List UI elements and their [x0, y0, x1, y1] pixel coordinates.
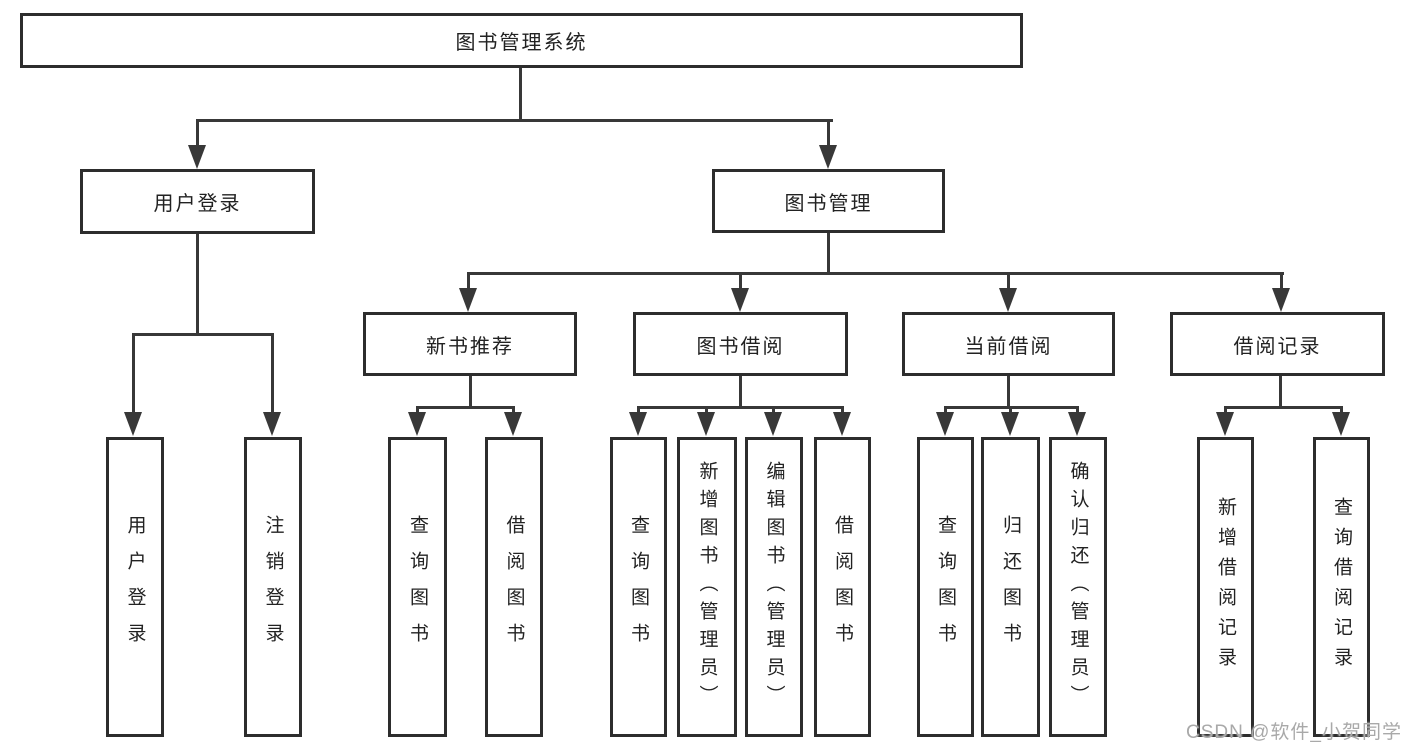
connector-line: [469, 376, 472, 408]
arrowhead-down: [1332, 412, 1350, 436]
leaf-label: 借阅图书: [832, 515, 853, 659]
leaf-label: 注销登录: [262, 515, 284, 659]
node-current-borrow: 当前借阅: [902, 312, 1115, 376]
arrowhead-down: [188, 145, 206, 169]
leaf-query-books-recommend: 查询图书: [388, 437, 447, 737]
node-root: 图书管理系统: [20, 13, 1023, 68]
connector-line: [827, 233, 830, 274]
leaf-label: 借阅图书: [503, 515, 525, 659]
connector-line: [944, 408, 947, 414]
node-label: 新书推荐: [426, 335, 514, 358]
arrowhead-down: [936, 412, 954, 436]
arrowhead-down: [819, 145, 837, 169]
connector-line: [637, 408, 640, 414]
leaf-confirm-return-admin: 确认归还（管理员）: [1049, 437, 1107, 737]
connector-line: [196, 121, 199, 147]
arrowhead-down: [459, 288, 477, 312]
leaf-add-borrow-record: 新增借阅记录: [1197, 437, 1254, 737]
leaf-query-books-current: 查询图书: [917, 437, 974, 737]
leaf-label: 查询图书: [407, 515, 428, 659]
connector-line: [132, 333, 274, 336]
node-label: 图书管理系统: [455, 32, 588, 54]
connector-line: [772, 408, 775, 414]
leaf-label: 用户登录: [124, 515, 146, 659]
node-label: 图书管理: [784, 192, 873, 215]
connector-line: [196, 119, 833, 122]
connector-line: [1007, 274, 1010, 290]
connector-line: [132, 335, 135, 414]
arrowhead-down: [833, 412, 851, 436]
node-label: 用户登录: [153, 193, 242, 215]
leaf-add-book-admin: 新增图书（管理员）: [677, 437, 737, 737]
node-label: 当前借阅: [964, 335, 1053, 358]
leaf-borrow-books-recommend: 借阅图书: [485, 437, 543, 737]
arrowhead-down: [1068, 412, 1086, 436]
leaf-borrow-books: 借阅图书: [814, 437, 871, 737]
connector-line: [705, 408, 708, 414]
node-label: 图书借阅: [696, 335, 785, 358]
connector-line: [1279, 376, 1282, 408]
arrowhead-down: [1272, 288, 1290, 312]
arrowhead-down: [1216, 412, 1234, 436]
leaf-user-login: 用户登录: [106, 437, 164, 737]
arrowhead-down: [764, 412, 782, 436]
leaf-return-books: 归还图书: [981, 437, 1040, 737]
connector-line: [1340, 408, 1343, 414]
node-new-book-recommend: 新书推荐: [363, 312, 577, 376]
arrowhead-down: [408, 412, 426, 436]
node-book-borrow: 图书借阅: [633, 312, 848, 376]
connector-line: [1280, 274, 1283, 290]
leaf-edit-book-admin: 编辑图书（管理员）: [745, 437, 803, 737]
leaf-query-books-borrow: 查询图书: [610, 437, 667, 737]
leaf-label: 新增图书（管理员）: [696, 461, 718, 713]
node-book-management: 图书管理: [712, 169, 945, 233]
connector-line: [739, 376, 742, 408]
leaf-label: 新增借阅记录: [1215, 497, 1236, 677]
connector-line: [271, 335, 274, 414]
leaf-logout-login: 注销登录: [244, 437, 302, 737]
connector-line: [519, 68, 522, 121]
leaf-query-borrow-record: 查询借阅记录: [1313, 437, 1370, 737]
connector-line: [827, 121, 830, 147]
connector-line: [841, 408, 844, 414]
node-user-login: 用户登录: [80, 169, 315, 234]
arrowhead-down: [697, 412, 715, 436]
connector-line: [416, 408, 419, 414]
leaf-label: 归还图书: [1000, 515, 1021, 659]
connector-line: [1007, 376, 1010, 408]
arrowhead-down: [263, 412, 281, 436]
arrowhead-down: [999, 288, 1017, 312]
connector-line: [1076, 408, 1079, 414]
connector-line: [467, 274, 470, 290]
watermark: CSDN @软件_小贺同学: [1186, 722, 1402, 743]
leaf-label: 查询图书: [628, 515, 649, 659]
connector-line: [467, 272, 1284, 275]
node-borrow-records: 借阅记录: [1170, 312, 1385, 376]
leaf-label: 确认归还（管理员）: [1067, 461, 1089, 713]
connector-line: [944, 406, 1079, 409]
node-label: 借阅记录: [1233, 335, 1322, 358]
arrowhead-down: [731, 288, 749, 312]
arrowhead-down: [1001, 412, 1019, 436]
connector-line: [1224, 408, 1227, 414]
arrowhead-down: [504, 412, 522, 436]
connector-line: [637, 406, 844, 409]
connector-line: [416, 406, 515, 409]
leaf-label: 查询借阅记录: [1331, 497, 1352, 677]
leaf-label: 查询图书: [935, 515, 956, 659]
connector-line: [196, 234, 199, 335]
arrowhead-down: [629, 412, 647, 436]
connector-line: [1224, 406, 1343, 409]
connector-line: [739, 274, 742, 290]
leaf-label: 编辑图书（管理员）: [763, 461, 785, 713]
connector-line: [1009, 408, 1012, 414]
connector-line: [512, 408, 515, 414]
arrowhead-down: [124, 412, 142, 436]
